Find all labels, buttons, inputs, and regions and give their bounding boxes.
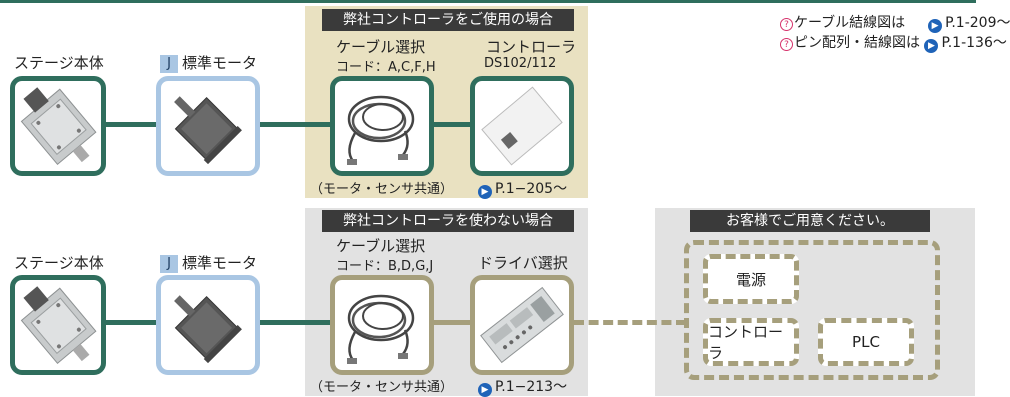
page-ref-text: P.1−205〜 [495,181,568,197]
note-cable-wiring: ?ケーブル結線図は ▶P.1-209〜 [780,12,1010,33]
connector-line [255,320,335,325]
stage-label: ステージ本体 [14,254,104,272]
arrow-right-icon: ▶ [928,19,943,33]
page-ref-text: P.1−213〜 [495,379,568,395]
shared-note: （モータ・センサ共通） [310,380,454,395]
driver-box[interactable] [470,275,574,375]
motor-label-text: 標準モータ [182,54,258,72]
motor-type-badge: J [160,55,178,73]
driver-label: ドライバ選択 [478,254,568,272]
panel-title: 弊社コントローラを使わない場合 [322,210,574,232]
cable-icon [347,95,415,165]
controller-icon [481,86,563,166]
stage-box[interactable] [10,76,106,176]
connector-line [255,122,335,127]
controller-label: コントローラ [486,38,577,56]
note-pin-layout: ?ピン配列・結線図は ▶P.1-136〜 [780,32,1007,53]
motor-label-text: 標準モータ [182,254,258,272]
cable-box[interactable] [330,275,434,375]
external-controller-box[interactable]: コントローラ [703,318,799,366]
cable-label: ケーブル選択 [336,237,426,255]
connector-line [100,320,160,325]
external-controller-label: コントローラ [708,323,784,362]
motor-icon [174,96,242,165]
cable-code: コード：A,C,F,H [336,60,436,75]
page-ref-text: P.1-136〜 [941,35,1007,51]
controller-box[interactable] [470,76,574,176]
connector-line [430,122,475,127]
stage-label: ステージ本体 [14,54,104,72]
driver-icon [480,286,564,364]
page-ref-link[interactable]: ▶P.1-136〜 [924,35,1007,53]
note-text: ピン配列・結線図は [794,35,920,51]
page-ref-link[interactable]: ▶P.1−213〜 [478,376,567,397]
plc-box[interactable]: PLC [818,318,914,366]
top-border-line [0,0,976,3]
motor-box[interactable] [156,275,260,375]
page-ref-link[interactable]: ▶P.1−205〜 [478,178,567,199]
plc-label: PLC [852,333,880,351]
motor-icon [174,295,242,364]
motor-box[interactable] [156,76,260,176]
page-ref-link[interactable]: ▶P.1-209〜 [928,15,1010,33]
cable-icon [347,294,415,364]
page-ref-text: P.1-209〜 [945,15,1010,31]
connector-line [430,320,475,325]
stage-box[interactable] [10,275,106,375]
customer-supply-group [684,240,940,380]
arrow-right-icon: ▶ [478,383,492,397]
stage-icon [20,286,97,364]
dashed-connector-line [574,320,686,325]
motor-type-badge: J [160,255,178,273]
panel-title: お客様でご用意ください。 [690,210,930,232]
note-text: ケーブル結線図は [794,15,906,31]
controller-model: DS102/112 [484,56,557,71]
pin-icon: ? [780,18,793,31]
cable-label: ケーブル選択 [336,38,426,56]
arrow-right-icon: ▶ [924,39,939,53]
power-supply-label: 電源 [735,270,766,289]
cable-box[interactable] [330,76,434,176]
stage-icon [20,87,97,165]
arrow-right-icon: ▶ [478,185,492,199]
pin-icon: ? [780,38,793,51]
connector-line [100,122,160,127]
cable-code: コード：B,D,G,J [336,259,434,274]
shared-note: （モータ・センサ共通） [310,182,454,197]
power-supply-box[interactable]: 電源 [703,254,799,304]
panel-title: 弊社コントローラをご使用の場合 [322,9,574,31]
